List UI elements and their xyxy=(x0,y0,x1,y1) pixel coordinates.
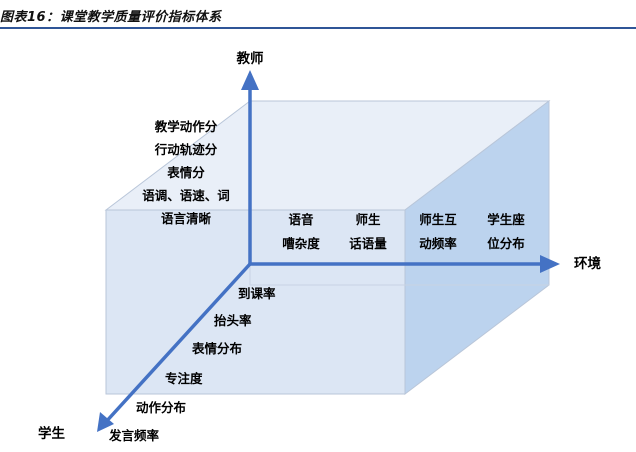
environment-indicator-line1: 语音 xyxy=(288,212,314,227)
teacher-indicator: 语调、语速、词 xyxy=(142,188,230,203)
teacher-indicator: 语言清晰 xyxy=(160,211,212,226)
student-axis-arrowhead xyxy=(97,412,114,432)
environment-indicator-line2: 动频率 xyxy=(419,236,457,251)
environment-axis-label: 环境 xyxy=(574,256,601,272)
environment-indicator-line1: 学生座 xyxy=(487,212,525,227)
environment-indicator-line1: 师生 xyxy=(355,212,381,227)
student-indicator: 表情分布 xyxy=(192,341,243,356)
cube-front-face xyxy=(105,209,406,395)
student-indicator: 动作分布 xyxy=(136,400,187,415)
student-indicator: 到课率 xyxy=(238,286,276,301)
teacher-axis-label: 教师 xyxy=(236,51,264,67)
student-indicator: 抬头率 xyxy=(214,313,252,328)
teacher-indicator: 行动轨迹分 xyxy=(154,142,218,157)
student-indicator: 专注度 xyxy=(165,371,203,386)
teacher-indicator: 表情分 xyxy=(167,165,205,180)
environment-axis-arrowhead xyxy=(540,255,560,273)
student-axis xyxy=(102,262,252,426)
teacher-axis-arrowhead xyxy=(241,70,259,90)
environment-indicator-line1: 师生互 xyxy=(419,212,457,227)
teacher-indicator: 教学动作分 xyxy=(154,119,218,134)
environment-indicator-line2: 嘈杂度 xyxy=(282,236,320,251)
environment-indicator-line2: 位分布 xyxy=(487,236,525,251)
student-indicator: 发言频率 xyxy=(109,428,160,443)
figure-caption: 图表16：课堂教学质量评价指标体系 xyxy=(0,10,222,25)
student-axis-label: 学生 xyxy=(38,426,65,442)
caption-divider xyxy=(0,27,636,29)
environment-indicator-line2: 话语量 xyxy=(349,236,387,251)
